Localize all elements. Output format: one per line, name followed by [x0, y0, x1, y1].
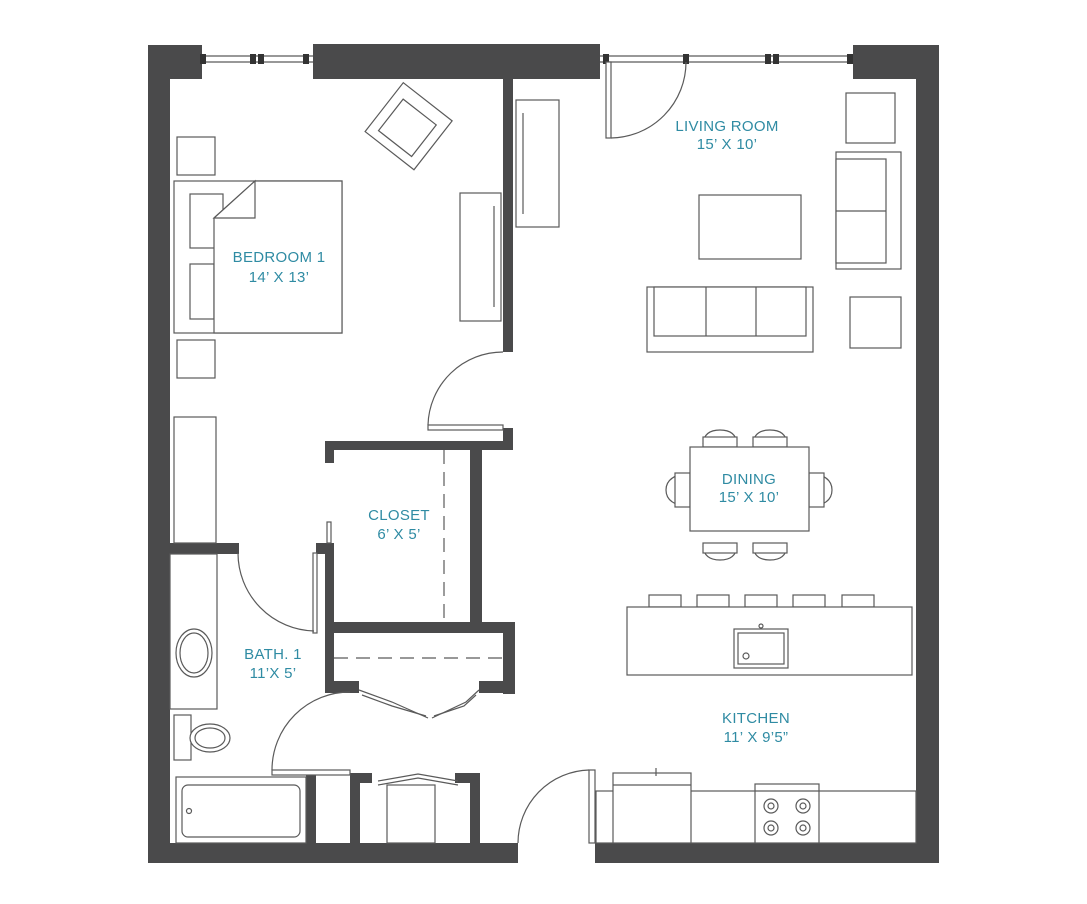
- bath-door[interactable]: [237, 521, 332, 634]
- living-name-label: LIVING ROOM: [675, 118, 778, 135]
- nightstand-bottom: [176, 339, 216, 379]
- bed: [173, 179, 343, 334]
- sofa: [646, 286, 814, 353]
- window-living: [600, 54, 853, 64]
- bedroom-door[interactable]: [427, 351, 504, 431]
- window-bedroom: [200, 54, 313, 64]
- doors: [237, 61, 687, 844]
- closet-bifold-doors[interactable]: [358, 689, 480, 719]
- dresser: [459, 192, 502, 322]
- toilet: [173, 714, 231, 761]
- side-table-top: [845, 92, 896, 144]
- bedroom-size-label: 14’ X 13’: [249, 269, 310, 286]
- closet-size-label: 6’ X 5’: [377, 526, 420, 543]
- dining-chairs: [665, 429, 833, 561]
- side-table-bottom: [849, 296, 902, 349]
- kitchen-sink: [733, 623, 789, 669]
- bedroom-furniture: [173, 81, 502, 544]
- bedroom-bench: [173, 416, 217, 544]
- armchair: [364, 81, 453, 171]
- dining-table: [689, 446, 810, 532]
- closet-name-label: CLOSET: [368, 507, 430, 524]
- bath-fixtures: [169, 553, 307, 844]
- linen-closet-doors[interactable]: [377, 773, 459, 786]
- bath-lower-door[interactable]: [271, 691, 351, 776]
- living-furniture: [515, 92, 902, 353]
- balcony-door[interactable]: [605, 61, 687, 139]
- refrigerator: [612, 768, 692, 844]
- bath-name-label: BATH. 1: [244, 646, 302, 663]
- coffee-table: [698, 194, 802, 260]
- dining-size-label: 15’ X 10’: [719, 489, 780, 506]
- bath-sink: [175, 628, 213, 678]
- living-size-label: 15’ X 10’: [697, 136, 758, 153]
- linen-shelf: [386, 784, 436, 844]
- bathtub: [175, 776, 307, 844]
- bedroom-name-label: BEDROOM 1: [233, 249, 326, 266]
- dining-furniture: [665, 429, 833, 561]
- dining-name-label: DINING: [722, 471, 776, 488]
- kitchen-name-label: KITCHEN: [722, 710, 790, 727]
- loveseat: [835, 151, 902, 270]
- bath-size-label: 11’X 5’: [250, 665, 297, 682]
- closet-fixtures: [334, 450, 503, 844]
- room-labels: BEDROOM 1 14’ X 13’ LIVING ROOM 15’ X 10…: [233, 118, 790, 746]
- exterior-walls: [148, 44, 939, 863]
- entry-door[interactable]: [517, 769, 596, 844]
- nightstand-top: [176, 136, 216, 176]
- interior-walls: [170, 79, 515, 843]
- stove: [754, 783, 820, 844]
- tv-console: [515, 99, 560, 228]
- windows: [200, 54, 853, 64]
- island-stools: [648, 594, 875, 608]
- kitchen-furniture: [595, 594, 917, 844]
- kitchen-size-label: 11’ X 9’5”: [724, 729, 789, 746]
